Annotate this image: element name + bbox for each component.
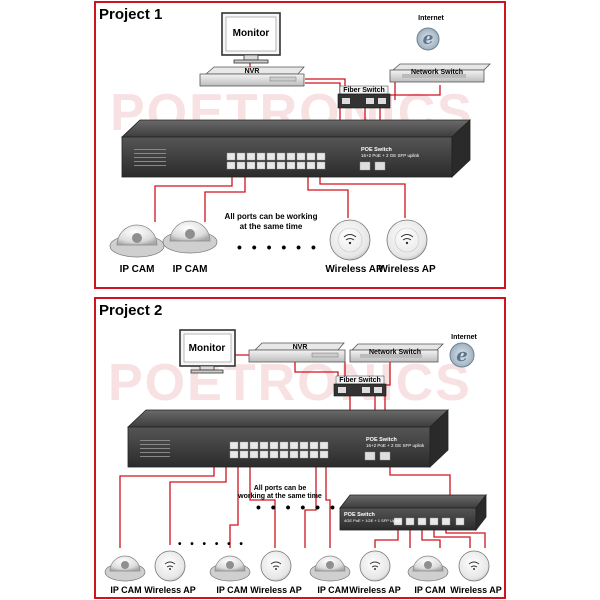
device-label-2: Wireless AP: [144, 585, 196, 595]
fiber-switch-icon: Fiber Switch: [333, 375, 387, 397]
device-label-3: IP CAM: [216, 585, 247, 595]
project1-title: Project 1: [99, 6, 162, 23]
device-label-2: IP CAM: [173, 264, 208, 275]
ip-cam-icon: [407, 555, 449, 582]
device-label-3: Wireless AP: [325, 264, 383, 275]
ip-cam-icon: [104, 555, 146, 582]
network-switch-label: Network Switch: [369, 349, 421, 356]
wireless-ap-icon: [458, 550, 490, 582]
fiber-switch-label: Fiber Switch: [339, 377, 381, 384]
network-switch-label: Network Switch: [411, 69, 463, 76]
wireless-ap-icon: [154, 550, 186, 582]
network-switch-icon: Network Switch: [349, 343, 444, 363]
poe-switch-sub-label: 16+2 PoE + 2 GE SFP uplink: [361, 153, 420, 158]
ip-cam-icon: IP CAM: [162, 220, 218, 275]
project2-dots-right: • • • • • •: [256, 499, 338, 515]
poe-switch-sub-label: 16+2 PoE + 2 GE SFP uplink: [366, 443, 425, 448]
device-label-6: Wireless AP: [349, 585, 401, 595]
project2-dots-left: • • • • • •: [178, 539, 246, 550]
wireless-ap-icon: Wireless AP: [378, 219, 436, 275]
project2-watermark: POETRONICS: [108, 354, 472, 412]
device-label-4: Wireless AP: [250, 585, 302, 595]
monitor-label: Monitor: [189, 343, 226, 354]
poe-switch-4-icon: POE Switch 4GE PoE + 1GE + 1 SFP Uplink: [339, 493, 487, 532]
nvr-label: NVR: [245, 68, 260, 75]
project1-note-line1: All ports can be working: [225, 212, 318, 221]
device-label-7: IP CAM: [414, 585, 445, 595]
ip-cam-icon: [309, 555, 351, 582]
small-poe-switch-sub-label: 4GE PoE + 1GE + 1 SFP Uplink: [344, 518, 401, 523]
project2-note-line1: All ports can be: [254, 485, 307, 492]
project1-note-line2: at the same time: [240, 222, 303, 231]
poe-switch-label: POE Switch: [366, 437, 398, 443]
project1-panel: Project 1 POETRONICS Monitor: [94, 1, 506, 289]
fiber-switch-icon: Fiber Switch: [337, 85, 391, 109]
project1-dots: • • • • • •: [237, 239, 319, 255]
monitor-label: Monitor: [233, 28, 270, 39]
device-label-1: IP CAM: [120, 264, 155, 275]
nvr-label: NVR: [293, 344, 308, 351]
poe-switch-16-icon: POE Switch 16+2 PoE + 2 GE SFP uplink: [120, 119, 472, 178]
network-switch-icon: Network Switch: [389, 63, 491, 83]
monitor-icon: Monitor: [179, 329, 236, 374]
ip-cam-icon: IP CAM: [109, 224, 165, 275]
internet-icon: e Internet: [449, 334, 478, 368]
svg-text:e: e: [456, 345, 467, 366]
svg-text:e: e: [423, 29, 434, 49]
monitor-icon: Monitor: [221, 12, 281, 64]
internet-icon: e Internet: [416, 15, 445, 51]
project2-title: Project 2: [99, 302, 162, 319]
nvr-icon: NVR: [248, 342, 346, 363]
nvr-icon: NVR: [199, 66, 305, 87]
wireless-ap-icon: Wireless AP: [325, 219, 383, 275]
device-label-8: Wireless AP: [450, 585, 502, 595]
device-label-5: IP CAM: [317, 585, 348, 595]
wireless-ap-icon: [260, 550, 292, 582]
device-label-4: Wireless AP: [378, 264, 436, 275]
internet-label: Internet: [451, 334, 477, 341]
poe-switch-label: POE Switch: [361, 147, 393, 153]
device-label-1: IP CAM: [110, 585, 141, 595]
fiber-switch-label: Fiber Switch: [343, 87, 385, 94]
project2-note-line2: working at the same time: [237, 493, 322, 500]
ip-cam-icon: [209, 555, 251, 582]
wireless-ap-icon: [359, 550, 391, 582]
poe-switch-16-icon: POE Switch 16+2 PoE + 2 GE SFP uplink: [126, 409, 450, 468]
project2-panel: Project 2 POETRONICS: [94, 297, 506, 599]
small-poe-switch-label: POE Switch: [344, 512, 376, 518]
internet-label: Internet: [418, 15, 444, 22]
